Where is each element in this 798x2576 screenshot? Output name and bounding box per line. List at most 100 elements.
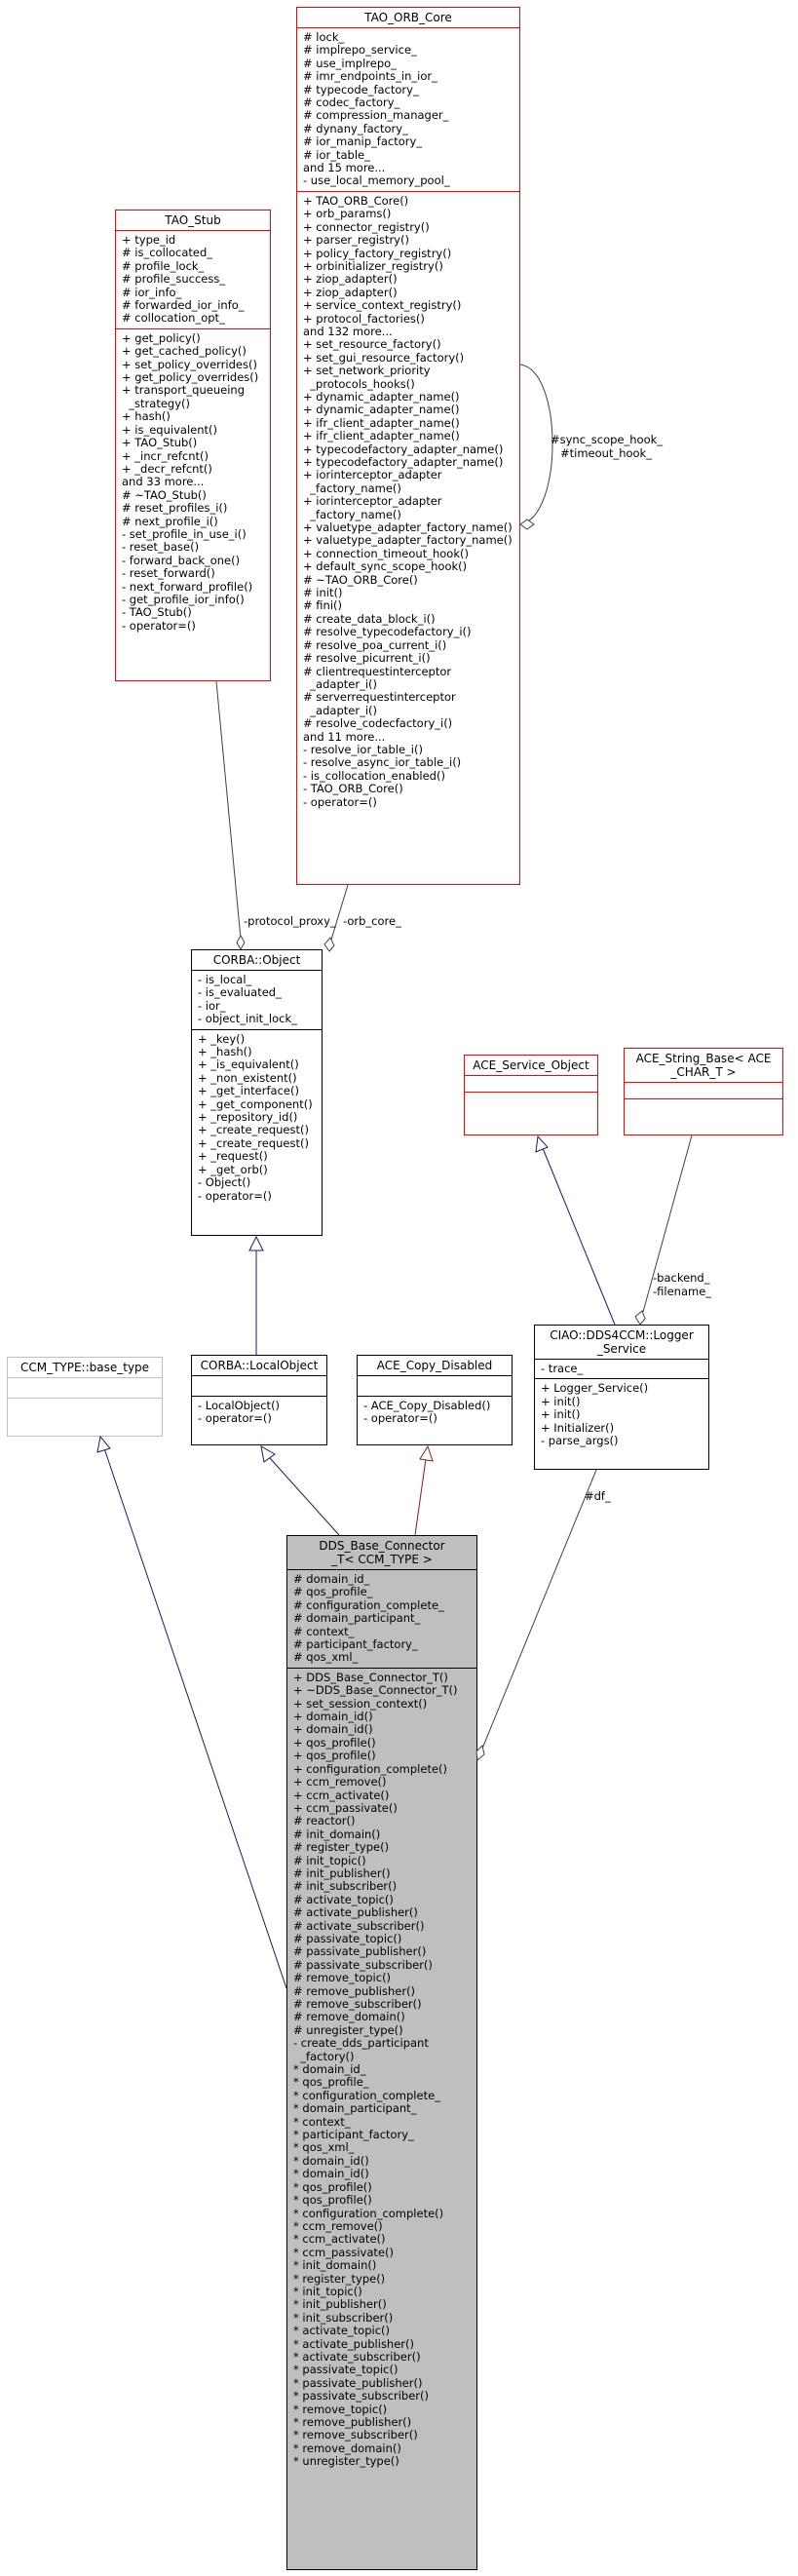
class-tao-orb-core[interactable]: TAO_ORB_Core # lock_# implrepo_service_#… <box>296 7 520 885</box>
method-row: * init_domain() <box>293 2258 377 2273</box>
aggregation-diamond <box>323 937 335 952</box>
class-title: ACE_String_Base< ACE _CHAR_T > <box>635 1052 772 1079</box>
class-tao-stub[interactable]: TAO_Stub + type_id# is_collocated_# prof… <box>115 210 271 681</box>
attributes-section: # domain_id_# qos_profile_# configuratio… <box>287 1569 476 1668</box>
method-row: # init_subscriber() <box>293 1879 398 1894</box>
attribute-row: # context_ <box>293 1624 355 1638</box>
method-row: + configuration_complete() <box>293 1761 448 1776</box>
class-corba-localobject[interactable]: CORBA::LocalObject - LocalObject()- oper… <box>191 1355 327 1445</box>
method-row: + _get_component() <box>198 1096 313 1111</box>
method-row: # unregister_type() <box>293 2022 403 2037</box>
edge-inherits-copy-disabled <box>414 1458 427 1536</box>
method-row: - LocalObject() <box>198 1399 281 1412</box>
method-row: + _incr_refcnt() <box>122 448 209 463</box>
method-row: - operator=() <box>303 794 377 809</box>
method-row: - forward_back_one() <box>122 553 241 567</box>
method-row: * remove_subscriber() <box>293 2428 418 2442</box>
method-row: - Object() <box>198 1175 251 1190</box>
class-ace-copy-disabled[interactable]: ACE_Copy_Disabled - ACE_Copy_Disabled()-… <box>357 1355 513 1445</box>
method-row: + init() <box>541 1407 581 1422</box>
method-row: # activate_subscriber() <box>293 1918 425 1933</box>
method-row: * remove_domain() <box>293 2441 401 2455</box>
class-title: CIAO::DDS4CCM::Logger _Service <box>550 1328 694 1356</box>
method-row: + _is_equivalent() <box>198 1057 299 1072</box>
label-filename: -filename_ <box>653 1285 712 1298</box>
method-row: # passivate_publisher() <box>293 1944 427 1959</box>
attribute-row: # lock_ <box>303 30 345 44</box>
attribute-row: # domain_participant_ <box>293 1611 421 1626</box>
method-row: * context_ <box>293 2114 351 2129</box>
method-row: * activate_topic() <box>293 2324 391 2338</box>
class-ace-service-object[interactable]: ACE_Service_Object <box>464 1055 598 1135</box>
label-protocol-proxy: -protocol_proxy_ <box>244 914 336 928</box>
attribute-row: # profile_success_ <box>122 272 226 287</box>
method-row: * ccm_passivate() <box>293 2245 394 2259</box>
attributes-section <box>192 1375 326 1396</box>
method-row: # create_data_block_i() <box>303 611 436 626</box>
method-row: # init_domain() <box>293 1826 381 1841</box>
method-row: + _create_request() <box>198 1135 309 1150</box>
inheritance-arrow <box>260 1445 276 1463</box>
method-row: + dynamic_adapter_name() <box>303 403 460 417</box>
method-row: # resolve_poa_current_i() <box>303 637 447 652</box>
class-ace-string-base[interactable]: ACE_String_Base< ACE _CHAR_T > <box>624 1048 783 1135</box>
method-row: * register_type() <box>293 2271 386 2286</box>
attribute-row: and 15 more... <box>303 161 386 175</box>
method-row: * configuration_complete() <box>293 2206 444 2220</box>
attribute-row: - trace_ <box>541 1362 584 1375</box>
method-row: - ACE_Copy_Disabled() <box>363 1399 491 1412</box>
method-row: * qos_profile_ <box>293 2075 369 2090</box>
method-row: - parse_args() <box>541 1434 619 1448</box>
methods-section <box>8 1398 162 1418</box>
method-row: * ccm_remove() <box>293 2218 383 2233</box>
method-row: - next_forward_profile() <box>122 579 253 594</box>
class-corba-object[interactable]: CORBA::Object - is_local_- is_evaluated_… <box>191 949 323 1236</box>
method-row: * domain_participant_ <box>293 2101 417 2116</box>
class-ccm-type-base-type[interactable]: CCM_TYPE::base_type <box>7 1357 163 1437</box>
method-row: # reset_profiles_i() <box>122 501 228 516</box>
method-row: + typecodefactory_adapter_name() <box>303 455 504 469</box>
method-row: # remove_subscriber() <box>293 1997 422 2011</box>
class-logger-service[interactable]: CIAO::DDS4CCM::Logger _Service - trace_ … <box>534 1325 709 1470</box>
methods-section <box>625 1098 782 1115</box>
method-row: # next_profile_i() <box>122 514 218 528</box>
method-row: + typecodefactory_adapter_name() <box>303 442 504 456</box>
method-row: - TAO_ORB_Core() <box>303 782 403 796</box>
label-orb-core: -orb_core_ <box>343 914 401 928</box>
aggregation-diamond <box>634 1310 646 1326</box>
method-row: # fini() <box>303 598 342 613</box>
method-row: + _create_request() <box>198 1123 309 1137</box>
method-row: + get_policy() <box>122 330 201 345</box>
method-row: + hash() <box>122 409 171 424</box>
attribute-row: - use_local_memory_pool_ <box>303 173 450 188</box>
methods-section: - LocalObject()- operator=() <box>192 1396 326 1429</box>
attribute-row: # imr_endpoints_in_ior_ <box>303 69 437 84</box>
class-dds-base-connector[interactable]: DDS_Base_Connector _T< CCM_TYPE > # doma… <box>286 1535 477 2570</box>
attributes-section <box>8 1377 162 1398</box>
method-row: # init() <box>303 586 343 600</box>
method-row: + connector_registry() <box>303 219 430 234</box>
attributes-section <box>465 1075 597 1092</box>
method-row: + TAO_ORB_Core() <box>303 193 409 208</box>
method-row: + Initializer() <box>541 1420 615 1435</box>
method-row: # ~TAO_Stub() <box>122 487 207 502</box>
method-row: + _get_interface() <box>198 1084 299 1098</box>
method-row: * remove_publisher() <box>293 2415 412 2429</box>
method-row: + qos_profile() <box>293 1749 376 1763</box>
attributes-section: - trace_ <box>535 1359 708 1378</box>
attribute-row: # compression_manager_ <box>303 108 449 123</box>
method-row: + ifr_client_adapter_name() <box>303 415 460 430</box>
method-row: * qos_xml_ <box>293 2140 355 2155</box>
method-row: + set_resource_factory() <box>303 337 441 352</box>
method-row: * activate_subscriber() <box>293 2349 421 2364</box>
method-row: # resolve_codecfactory_i() <box>303 716 453 731</box>
method-row: + policy_factory_registry() <box>303 246 452 260</box>
attribute-row: # ior_table_ <box>303 147 370 162</box>
method-row: + _hash() <box>198 1045 252 1059</box>
methods-section: - ACE_Copy_Disabled()- operator=() <box>358 1396 512 1429</box>
method-row: + set_network_priority _protocols_hooks(… <box>303 364 431 391</box>
method-row: + ifr_client_adapter_name() <box>303 429 460 443</box>
methods-section: + get_policy()+ get_cached_policy()+ set… <box>116 327 270 635</box>
method-row: + iorinterceptor_adapter _factory_name() <box>303 468 442 495</box>
